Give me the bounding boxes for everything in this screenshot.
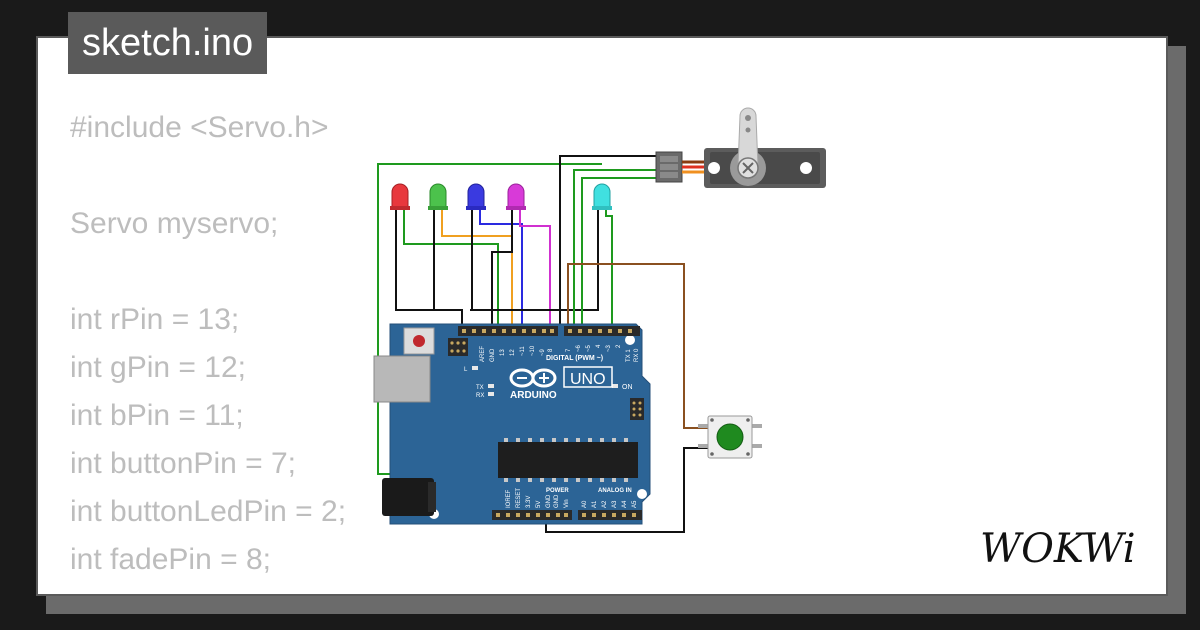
pin-label: ~3 — [606, 344, 612, 352]
logo-text: WOKWi — [980, 526, 1136, 572]
code-line: Servo myservo; — [70, 207, 279, 240]
pin-label: TX 1 — [626, 349, 632, 362]
pin-label: GND — [554, 494, 560, 508]
digital-header-left — [458, 326, 558, 336]
usb-port — [373, 355, 431, 403]
pin-label: A4 — [622, 500, 628, 508]
power-label: POWER — [546, 488, 569, 494]
wire-button-gnd — [545, 447, 708, 533]
pin-label: 4 — [596, 344, 602, 348]
pin-label: GND — [490, 348, 496, 362]
pin-label: 2 — [616, 344, 622, 348]
preview-card: #include <Servo.h> Servo myservo; int rP… — [36, 36, 1168, 596]
pin-label: A2 — [602, 500, 608, 508]
pin-label: RESET — [516, 488, 522, 508]
code-line: int buttonPin = 7; — [70, 447, 296, 480]
code-line: int potPin = 0; — [70, 591, 254, 594]
led-magenta[interactable] — [506, 183, 526, 210]
wire-green-signal — [441, 210, 513, 326]
circuit-diagram: AREF GND 13 12 ~11 ~10 ~9 8 7 ~6 ~5 4 ~3… — [373, 107, 826, 533]
analog-label: ANALOG IN — [598, 488, 632, 494]
wire-cyan-signal — [605, 210, 613, 326]
wire-servo-signal — [581, 177, 658, 326]
code-preview: #include <Servo.h> Servo myservo; int rP… — [70, 104, 347, 594]
pin-label: A0 — [582, 500, 588, 508]
led-green[interactable] — [428, 183, 448, 210]
sketch-title: sketch.ino — [68, 12, 268, 74]
code-line: int gPin = 12; — [70, 351, 246, 384]
pin-label: A5 — [632, 500, 638, 508]
wire-red-gnd — [395, 210, 463, 326]
pin-label: A1 — [592, 500, 598, 508]
pin-label: 8 — [548, 348, 554, 352]
on-label: ON — [622, 384, 633, 391]
pin-label: 13 — [500, 349, 506, 356]
wire-red-signal — [403, 210, 499, 326]
wokwi-logo: WOKWi — [980, 526, 1136, 572]
pin-label: ~5 — [586, 344, 592, 352]
arduino-logo-icon — [509, 368, 557, 388]
pin-label: 5V — [536, 501, 542, 508]
pin-label: IOREF — [506, 489, 512, 508]
analog-header — [578, 510, 642, 520]
wire-button-brown — [567, 263, 708, 429]
reset-button[interactable] — [403, 327, 435, 355]
arduino-uno-board[interactable]: AREF GND 13 12 ~11 ~10 ~9 8 7 ~6 ~5 4 ~3… — [373, 323, 651, 525]
brand-label: ARDUINO — [510, 390, 557, 401]
atmega-chip — [498, 442, 638, 478]
led-cyan[interactable] — [592, 183, 612, 210]
wire-cyan-gnd — [470, 210, 599, 311]
pin-label: ~9 — [540, 348, 546, 356]
servo-motor-icon[interactable] — [655, 107, 826, 188]
wire-servo-vcc — [573, 169, 658, 326]
wire-magenta-signal — [519, 210, 551, 326]
power-header — [492, 510, 572, 520]
model-label: UNO — [570, 371, 606, 388]
pin-label: RX 0 — [634, 348, 640, 362]
code-line: int fadePin = 8; — [70, 543, 271, 576]
pin-label: A3 — [612, 500, 618, 508]
pin-label: AREF — [480, 346, 486, 362]
pin-label: Vin — [564, 499, 570, 508]
pin-label: GND — [546, 494, 552, 508]
code-line: int buttonLedPin = 2; — [70, 495, 347, 528]
tx-label: TX — [476, 385, 484, 391]
led-blue[interactable] — [466, 183, 486, 210]
pin-label: 3.3V — [526, 496, 532, 508]
led-l-label: L — [464, 367, 468, 373]
code-line: int rPin = 13; — [70, 303, 240, 336]
code-line: #include <Servo.h> — [70, 111, 329, 144]
wire-servo-gnd — [559, 155, 658, 326]
pin-label: ~10 — [530, 345, 536, 356]
pin-label: 7 — [566, 348, 572, 352]
digital-label: DIGITAL (PWM ~) — [546, 355, 603, 362]
pin-label: ~11 — [520, 346, 526, 356]
push-button-icon[interactable] — [698, 415, 762, 459]
pin-label: ~6 — [576, 344, 582, 352]
wire-blue-signal — [479, 210, 523, 326]
rx-label: RX — [476, 393, 484, 399]
wire-magenta-gnd — [491, 210, 513, 326]
pin-label: 12 — [510, 349, 516, 356]
code-line: int bPin = 11; — [70, 399, 244, 432]
power-jack — [382, 478, 434, 516]
led-red[interactable] — [390, 183, 410, 210]
